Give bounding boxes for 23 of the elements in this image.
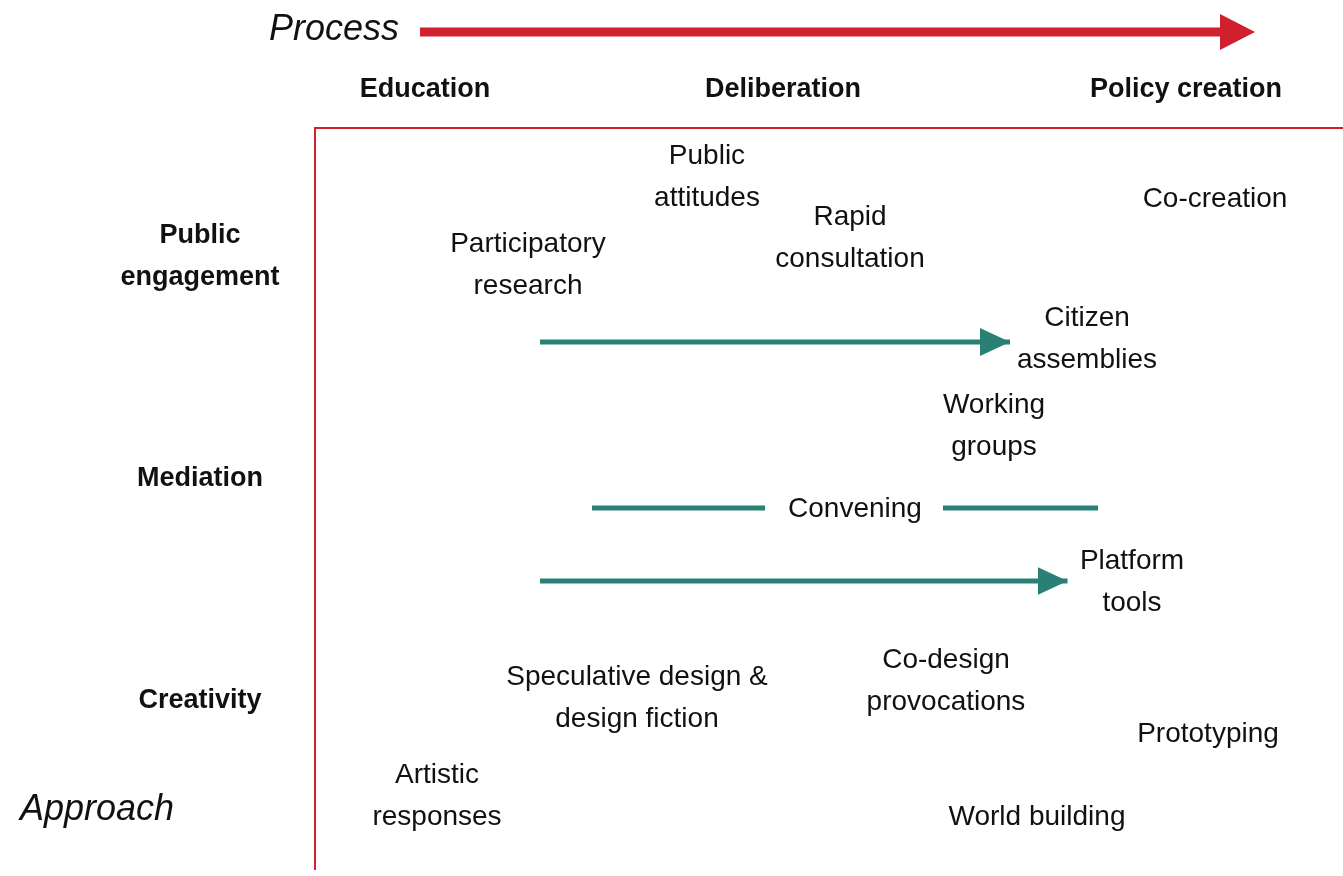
method-label: Platform tools [1069,539,1195,623]
axis-title: Process [269,7,399,49]
method-label: Co-creation [1142,181,1288,215]
method-label: Public attitudes [653,138,761,214]
column-heading: Education [359,72,491,105]
method-label: Citizen assemblies [1012,296,1162,380]
axis-title: Approach [19,787,175,829]
arrow [540,328,1010,356]
row-heading: Creativity [138,683,262,716]
method-label: World building [948,799,1126,833]
method-label: Participatory research [449,226,607,302]
column-heading: Deliberation [705,72,861,105]
method-label: Prototyping [1137,716,1279,750]
method-label: Artistic responses [371,757,503,833]
range-label: Convening [788,491,922,525]
method-label: Co-design provocations [865,642,1027,718]
method-label: Speculative design & design fiction [505,659,769,735]
method-label: Working groups [941,387,1047,463]
method-label: Rapid consultation [774,199,926,275]
arrow [540,567,1068,595]
column-heading: Policy creation [1089,72,1283,105]
row-heading: Public engagement [119,218,281,293]
row-heading: Mediation [137,461,263,494]
